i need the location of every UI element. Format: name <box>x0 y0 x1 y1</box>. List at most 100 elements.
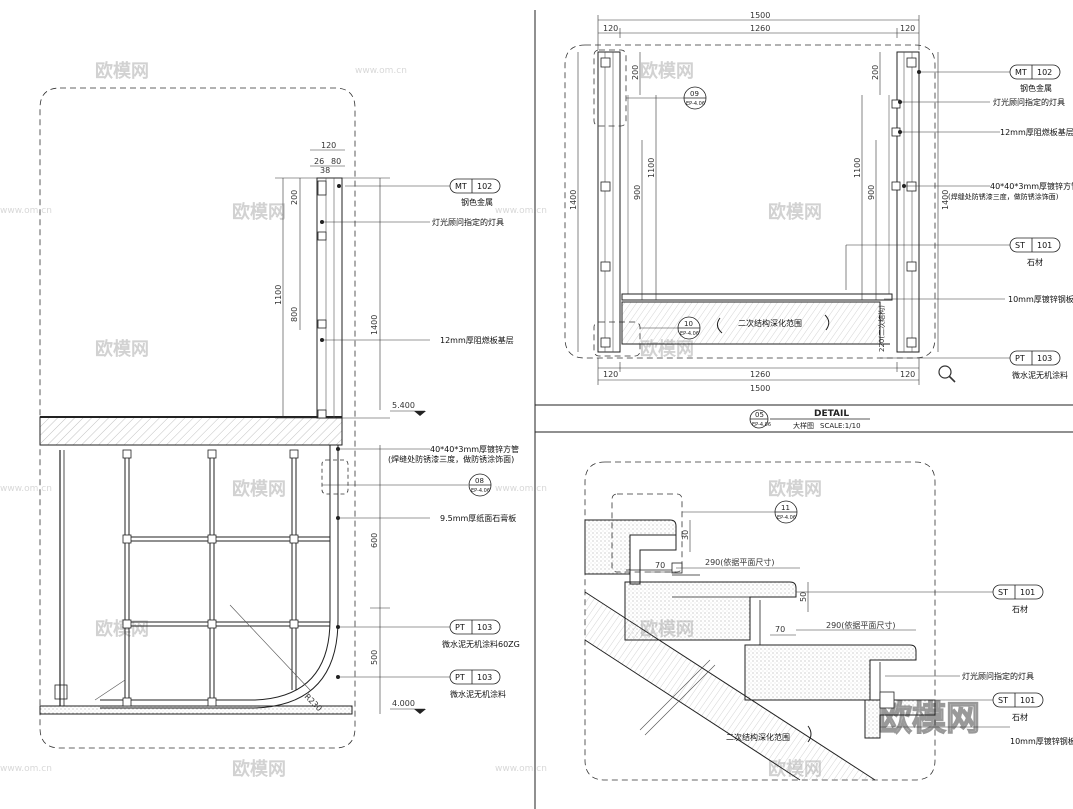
note-board: 12mm厚阻燃板基层 <box>1000 127 1073 137</box>
dim-1400: 1400 <box>569 190 578 210</box>
floor-slab <box>39 416 343 446</box>
callout-pt-103: PT 103 微水泥无机涂料 <box>1009 350 1068 380</box>
svg-text:08: 08 <box>475 477 484 485</box>
dim-290: 290(依据平面尺寸) <box>705 557 775 567</box>
dim-38: 38 <box>320 166 330 175</box>
watermark-brand: 欧模网 <box>232 201 286 223</box>
svg-text:石材: 石材 <box>1012 712 1028 722</box>
dim-1500-top: 1500 <box>750 11 770 20</box>
detail-border <box>564 44 936 359</box>
watermark-url: www.om.cn <box>0 484 52 494</box>
callout-mt-102: MT 102 钢色金属 <box>449 178 501 207</box>
detail-scale: SCALE:1/10 <box>820 422 861 430</box>
note-tube: 40*40*3mm厚镀锌方管 <box>430 444 519 454</box>
dim-220: 220(二次结构) <box>877 305 886 352</box>
dim-500: 500 <box>370 650 379 665</box>
note-board: 12mm厚阻燃板基层 <box>440 335 514 345</box>
detail-ref-09: 09 EP-4.06 <box>683 86 707 110</box>
callout-pt-103-b: PT 103 微水泥无机涂料 <box>449 669 506 699</box>
dim-200: 200 <box>631 65 640 80</box>
callout-st-101: ST 101 石材 <box>992 584 1044 614</box>
dim-900: 900 <box>633 185 642 200</box>
svg-text:PT: PT <box>455 623 465 632</box>
dim-1100: 1100 <box>274 285 283 305</box>
dim-80: 80 <box>331 157 341 166</box>
dim-600: 600 <box>370 533 379 548</box>
detail-subtitle: 大样图 <box>793 421 814 430</box>
sheet-dividers <box>534 10 1073 809</box>
dim-120-bottom-right: 120 <box>900 370 915 379</box>
watermark-url: www.om.cn <box>495 206 547 216</box>
watermark-brand: 欧模网 <box>232 758 286 780</box>
svg-text:MT: MT <box>1015 68 1027 77</box>
dim-120-top-right: 120 <box>900 24 915 33</box>
svg-text:09: 09 <box>690 90 699 98</box>
dim-800: 800 <box>290 307 299 322</box>
dim-200-right: 200 <box>871 65 880 80</box>
note-steel-plate: 10mm厚镀锌钢板 <box>1010 736 1073 746</box>
watermark-url: www.om.cn <box>0 206 52 216</box>
note-steel-plate: 10mm厚镀锌钢板 <box>1008 294 1073 304</box>
svg-text:微水泥无机涂料60ZG: 微水泥无机涂料60ZG <box>442 639 520 649</box>
note-gypsum: 9.5mm厚纸面石膏板 <box>440 513 516 523</box>
ground-floor <box>39 705 353 715</box>
svg-text:钢色金属: 钢色金属 <box>1020 83 1052 93</box>
svg-text:102: 102 <box>477 182 492 191</box>
svg-text:微水泥无机涂料: 微水泥无机涂料 <box>450 689 506 699</box>
svg-text:ST: ST <box>998 588 1008 597</box>
dim-1260-bottom: 1260 <box>750 370 770 379</box>
svg-text:PT: PT <box>455 673 465 682</box>
dim-1100-right: 1100 <box>853 158 862 178</box>
svg-text:EP-4.06: EP-4.06 <box>680 331 699 337</box>
note-tube: 40*40*3mm厚镀锌方管 <box>990 181 1073 191</box>
watermark-brand: 欧模网 <box>232 478 286 500</box>
watermark-brand: 欧模网 <box>640 60 694 82</box>
svg-text:PT: PT <box>1015 354 1025 363</box>
svg-text:石材: 石材 <box>1027 257 1043 267</box>
fill-label: 二次结构深化范围 <box>726 732 790 742</box>
note-light: 灯光顾问指定的灯具 <box>432 217 504 227</box>
level-4000: 4.000 <box>392 699 415 708</box>
svg-text:101: 101 <box>1020 696 1035 705</box>
detail-ref-10: 10 EP-4.06 <box>677 316 701 340</box>
svg-text:103: 103 <box>477 673 492 682</box>
level-5400: 5.400 <box>392 401 415 410</box>
svg-text:钢色金属: 钢色金属 <box>461 197 493 207</box>
dim-1400: 1400 <box>370 315 379 335</box>
watermark-brand: 欧模网 <box>95 60 149 82</box>
watermark-url: www.om.cn <box>0 764 52 774</box>
fill-label: 二次结构深化范围 <box>738 318 802 328</box>
dim-900-right: 900 <box>867 185 876 200</box>
svg-text:103: 103 <box>1037 354 1052 363</box>
stair-border <box>584 461 936 781</box>
note-tube-sub: (焊缝处防锈漆三度，做防锈涂饰面) <box>388 454 514 464</box>
watermark-url: www.om.cn <box>495 484 547 494</box>
dim-30: 30 <box>681 530 690 540</box>
detail-ref-11: 11 EP-4.06 <box>774 500 798 524</box>
curved-soffit <box>100 445 339 709</box>
svg-text:101: 101 <box>1020 588 1035 597</box>
dim-200: 200 <box>290 190 299 205</box>
svg-text:10: 10 <box>684 320 693 328</box>
dim-1100: 1100 <box>647 158 656 178</box>
svg-text:101: 101 <box>1037 241 1052 250</box>
svg-text:102: 102 <box>1037 68 1052 77</box>
dim-70: 70 <box>655 561 665 570</box>
dim-70-b: 70 <box>775 625 785 634</box>
note-light: 灯光顾问指定的灯具 <box>993 97 1065 107</box>
dim-50: 50 <box>799 592 808 602</box>
watermark-url: www.om.cn <box>355 66 407 76</box>
watermark-brand: 欧模网 <box>95 338 149 360</box>
section-border <box>39 87 356 749</box>
svg-text:EP-4.06: EP-4.06 <box>777 515 796 521</box>
callout-st-101: ST 101 石材 <box>1009 237 1061 267</box>
detail-05: 二次结构深化范围 1500 <box>564 11 1073 430</box>
detail-title: DETAIL <box>814 409 849 419</box>
watermark-brand: 欧模网 <box>95 618 149 640</box>
dim-1500-bottom: 1500 <box>750 384 770 393</box>
dim-120-top-left: 120 <box>603 24 618 33</box>
steel-frame-grid <box>124 450 330 706</box>
svg-text:EP-4.06: EP-4.06 <box>471 488 490 494</box>
svg-text:石材: 石材 <box>1012 604 1028 614</box>
